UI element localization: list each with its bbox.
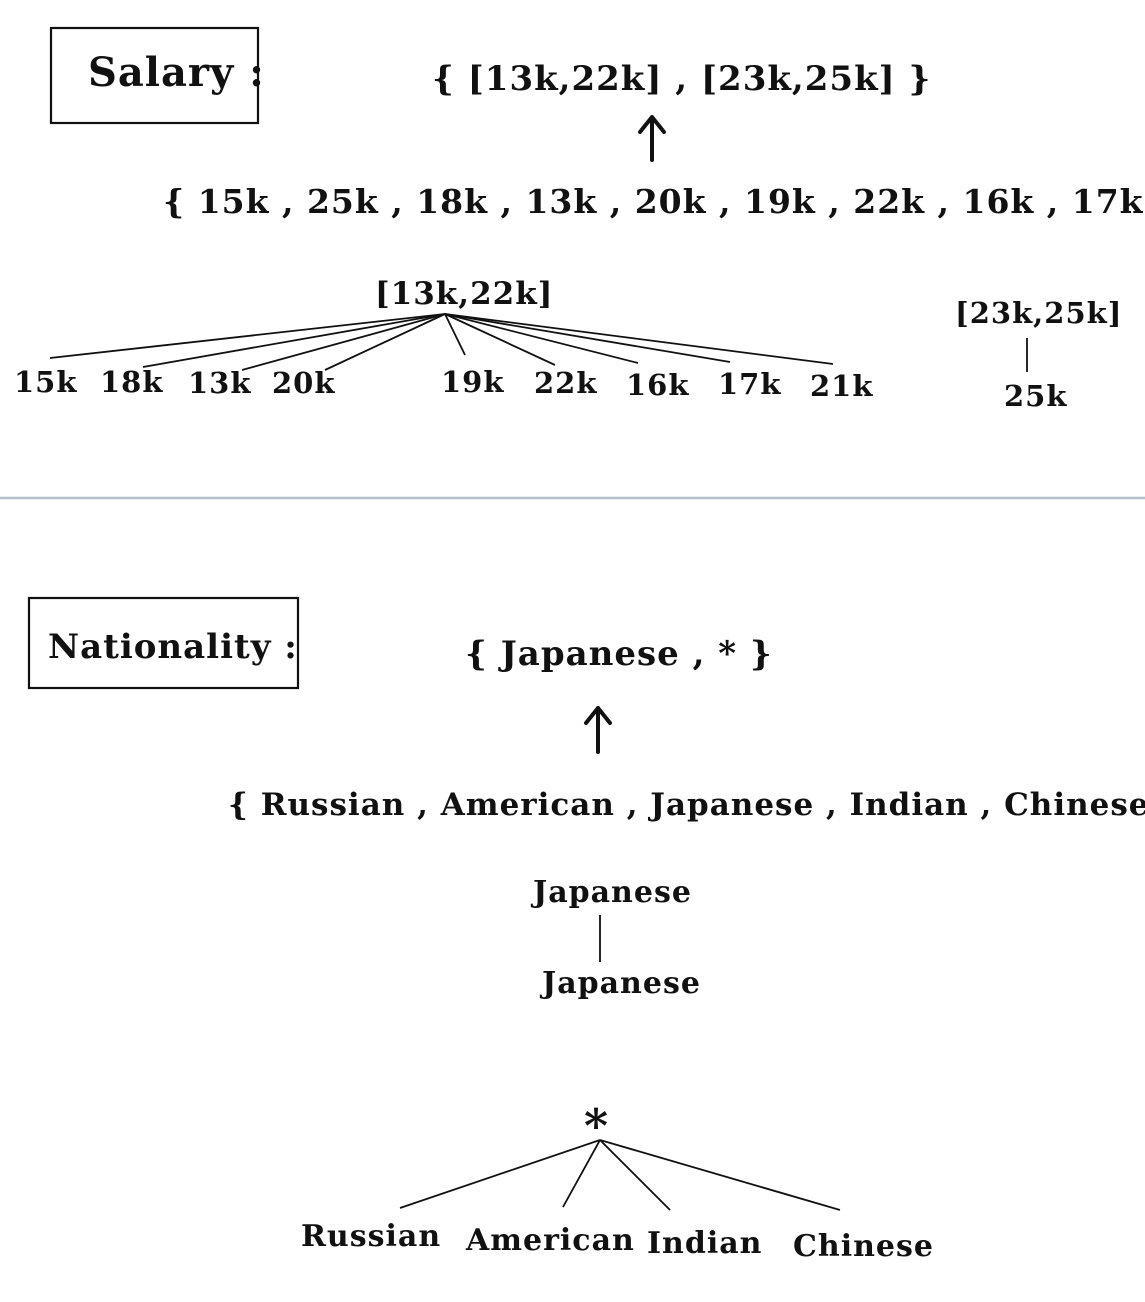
nationality-label: Nationality : bbox=[48, 627, 298, 667]
nationality-label-box bbox=[27, 596, 300, 690]
edge-range-a-22k bbox=[444, 313, 556, 366]
salary-leaf: 22k bbox=[534, 366, 597, 400]
nationality-original-set: { Russian , American , Japanese , Indian… bbox=[228, 787, 1145, 823]
salary-range-b-node: [23k,25k] bbox=[955, 296, 1122, 330]
edge-range-a-17k bbox=[444, 313, 731, 363]
edge-range-a-19k bbox=[444, 313, 466, 356]
nationality-leaf: American bbox=[465, 1223, 635, 1258]
salary-generalized-set: { [13k,22k] , [23k,25k] } bbox=[432, 59, 931, 99]
edge-range-a-18k bbox=[142, 313, 446, 368]
salary-leaf: 25k bbox=[1004, 379, 1067, 413]
edge-star-indian bbox=[599, 1139, 671, 1211]
nationality-leaf: Chinese bbox=[793, 1229, 934, 1264]
nationality-leaf: Russian bbox=[301, 1219, 441, 1254]
salary-leaf: 19k bbox=[441, 365, 504, 399]
edge-star-american bbox=[562, 1139, 601, 1208]
nationality-leaf: Indian bbox=[647, 1226, 762, 1261]
salary-range-a-tree: [13k,22k] 15k 18k 13k 20k 19k 22k 16k 17… bbox=[14, 276, 873, 403]
salary-leaf: 16k bbox=[626, 368, 689, 402]
edge-range-a-13k bbox=[241, 313, 446, 371]
edge-range-a-21k bbox=[444, 313, 834, 365]
edge-range-a-16k bbox=[444, 313, 639, 364]
salary-label-box bbox=[49, 26, 260, 125]
nationality-up-arrow-icon bbox=[584, 706, 612, 754]
salary-leaf: 20k bbox=[272, 366, 335, 400]
salary-leaf: 21k bbox=[810, 369, 873, 403]
nationality-generalized-set: { Japanese , * } bbox=[465, 634, 773, 674]
salary-label: Salary : bbox=[88, 49, 265, 96]
edge-range-a-15k bbox=[49, 313, 446, 359]
nationality-japanese-tree: Japanese Japanese bbox=[530, 875, 701, 1001]
salary-section: Salary : { [13k,22k] , [23k,25k] } { 15k… bbox=[14, 26, 1145, 413]
salary-leaf: 18k bbox=[100, 365, 163, 399]
nationality-star-tree: * Russian American Indian Chinese bbox=[301, 1099, 934, 1264]
nationality-japanese-node: Japanese bbox=[530, 875, 692, 910]
edge-range-a-20k bbox=[324, 313, 446, 371]
salary-range-b-tree: [23k,25k] 25k bbox=[955, 296, 1122, 413]
salary-original-set: { 15k , 25k , 18k , 13k , 20k , 19k , 22… bbox=[163, 182, 1145, 221]
salary-leaf: 15k bbox=[14, 365, 77, 399]
edge-star-russian bbox=[399, 1139, 601, 1209]
nationality-section: Nationality : { Japanese , * } { Russian… bbox=[27, 596, 1145, 1264]
salary-range-a-node: [13k,22k] bbox=[375, 276, 553, 312]
salary-up-arrow-icon bbox=[638, 115, 666, 162]
edge-star-chinese bbox=[599, 1139, 841, 1211]
salary-leaf: 17k bbox=[718, 367, 781, 401]
nationality-leaf: Japanese bbox=[539, 966, 701, 1001]
salary-leaf: 13k bbox=[188, 366, 251, 400]
